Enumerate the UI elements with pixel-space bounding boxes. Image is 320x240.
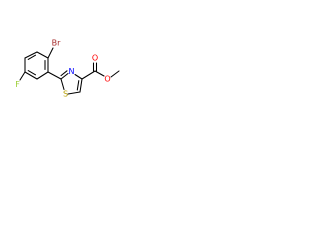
bond-ring-b-inner	[27, 54, 37, 60]
atom-label-nitrogen: N	[69, 67, 75, 76]
atom-label-sulfur: S	[63, 90, 68, 99]
bond-o-methyl	[110, 70, 120, 78]
bond-ring-b	[24, 51, 38, 59]
bond-ring-e	[36, 71, 49, 80]
atom-label-fluorine: F	[15, 80, 20, 89]
bond-c5-c4	[79, 78, 83, 93]
bond-c2-s	[60, 78, 65, 91]
bond-layer	[19, 47, 120, 95]
bond-c4-n	[74, 73, 83, 80]
bond-aryl-thiazole	[47, 71, 62, 80]
atom-label-layer: Br F S N O O	[15, 39, 110, 99]
bond-ring-d	[24, 71, 38, 80]
atom-label-carbonyl-oxygen: O	[92, 54, 98, 63]
bond-c-f	[19, 71, 26, 81]
bond-ring-a	[36, 51, 49, 59]
bond-c5-c4-inner	[76, 80, 80, 91]
bond-n-c2-inner	[60, 70, 68, 77]
bond-c-br	[47, 47, 54, 59]
bond-c-o-single	[94, 70, 105, 77]
bond-s-c5	[67, 91, 81, 95]
atom-label-bromine: Br	[52, 39, 61, 48]
bond-n-c2	[60, 72, 69, 80]
chemical-structure: Br F S N O O	[15, 39, 120, 99]
atom-label-ester-oxygen: O	[104, 75, 110, 84]
bond-c4-carbonyl	[81, 70, 96, 80]
bond-ring-d-inner	[27, 70, 37, 76]
